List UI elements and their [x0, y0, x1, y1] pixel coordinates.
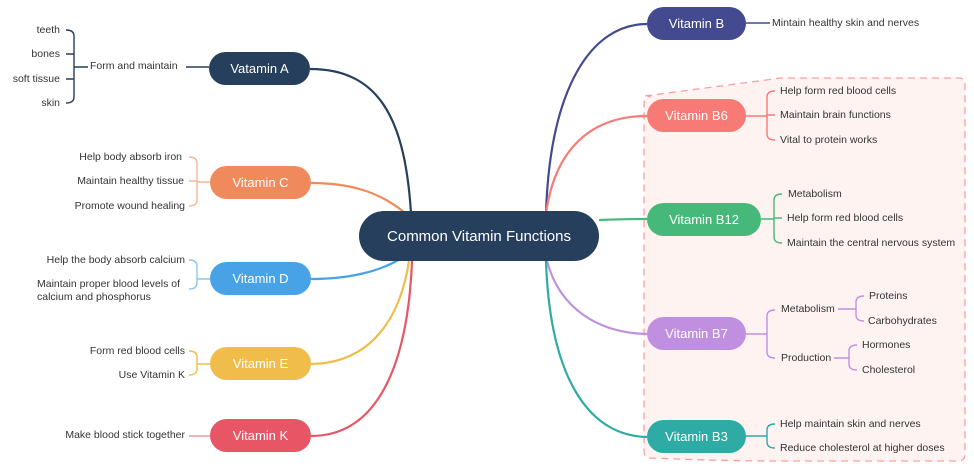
bracket-vitamin-b7	[746, 309, 776, 359]
bracket-b7-production	[834, 344, 858, 371]
leaf-make-blood-stick[interactable]: Make blood stick together	[65, 429, 185, 441]
boundary-region	[643, 77, 966, 462]
subtopic-b7-production[interactable]: Production	[781, 352, 832, 364]
leaf-b12-metabolism[interactable]: Metabolism	[788, 188, 842, 200]
leaf-b6-help-form-rbc[interactable]: Help form red blood cells	[780, 85, 897, 97]
bracket-vitamin-b12	[761, 193, 783, 244]
topic-label: Vitamin B7	[665, 326, 728, 341]
central-topic[interactable]: Common Vitamin Functions	[359, 211, 599, 261]
leaf-b12-help-form-rbc[interactable]: Help form red blood cells	[787, 212, 904, 224]
topic-vitamin-d[interactable]: Vitamin D	[210, 262, 311, 295]
leaf-b6-protein-works[interactable]: Vital to protein works	[780, 134, 878, 146]
leaf-teeth[interactable]: teeth	[36, 24, 60, 36]
connector-vitamin-b6	[544, 114, 648, 214]
subtopic-form-and-maintain[interactable]: Form and maintain	[90, 60, 178, 72]
connector-vitamin-b7	[545, 260, 648, 336]
topic-label: Vitamin B	[668, 16, 725, 31]
leaf-skin[interactable]: skin	[41, 97, 60, 109]
leaf-b7-hormones[interactable]: Hormones	[862, 339, 911, 351]
bracket-vitamin-b3	[746, 423, 776, 449]
leaf-help-absorb-calcium[interactable]: Help the body absorb calcium	[46, 254, 185, 266]
leaf-b7-proteins[interactable]: Proteins	[869, 290, 908, 302]
leaf-maintain-blood-levels[interactable]: Maintain proper blood levels of calcium …	[37, 278, 181, 303]
bracket-vitamin-b6	[746, 90, 776, 141]
leaf-b7-carbohydrates[interactable]: Carbohydrates	[868, 315, 937, 327]
bracket-vitamin-c	[188, 156, 210, 207]
topic-vitamin-a[interactable]: Vatamin A	[209, 52, 310, 85]
leaf-b12-nervous-system[interactable]: Maintain the central nervous system	[787, 237, 956, 249]
bracket-b7-metabolism	[838, 295, 865, 322]
connector-vitamin-c	[310, 181, 406, 214]
leaf-form-red-blood-cells[interactable]: Form red blood cells	[89, 345, 185, 357]
central-topic-label: Common Vitamin Functions	[387, 227, 571, 245]
topic-label: Vitamin K	[232, 428, 289, 443]
topic-vitamin-k[interactable]: Vitamin K	[210, 419, 311, 452]
connector-vitamin-a	[309, 67, 413, 214]
topic-vitamin-e[interactable]: Vitamin E	[210, 347, 311, 380]
connector-vitamin-e	[310, 260, 411, 366]
topic-vitamin-b6[interactable]: Vitamin B6	[647, 99, 746, 132]
topic-label: Vitamin B12	[669, 212, 739, 227]
leaf-soft-tissue[interactable]: soft tissue	[12, 73, 60, 85]
subtopic-b7-metabolism[interactable]: Metabolism	[781, 303, 835, 315]
topic-label: Vitamin D	[232, 271, 289, 286]
leaf-mintain-skin-nerves[interactable]: Mintain healthy skin and nerves	[772, 17, 920, 29]
topic-vitamin-b3[interactable]: Vitamin B3	[647, 420, 746, 453]
topic-label: Vitamin C	[232, 175, 289, 190]
connector-vitamin-b3	[544, 260, 648, 439]
connector-vitamin-d	[310, 258, 401, 281]
topic-vitamin-b7[interactable]: Vitamin B7	[647, 317, 746, 350]
leaf-b7-cholesterol[interactable]: Cholesterol	[862, 364, 916, 376]
topic-label: Vitamin B3	[665, 429, 728, 444]
topic-vitamin-b[interactable]: Vitamin B	[647, 7, 746, 40]
topic-vitamin-c[interactable]: Vitamin C	[210, 166, 311, 199]
connector-vitamin-b12	[598, 217, 648, 222]
leaf-help-body-absorb-iron[interactable]: Help body absorb iron	[79, 151, 182, 163]
leaf-maintain-healthy-tissue[interactable]: Maintain healthy tissue	[77, 175, 184, 187]
topic-label: Vatamin A	[230, 61, 289, 76]
leaf-b3-skin-nerves[interactable]: Help maintain skin and nerves	[780, 418, 921, 430]
bracket-vitamin-e	[188, 350, 210, 376]
connector-vitamin-k	[310, 260, 414, 438]
leaf-promote-wound-healing[interactable]: Promote wound healing	[74, 200, 185, 212]
bracket-vitamin-a	[65, 29, 88, 104]
connector-vitamin-b	[544, 22, 648, 214]
leaf-b3-reduce-cholesterol[interactable]: Reduce cholesterol at higher doses	[780, 442, 945, 454]
leaf-b6-brain-functions[interactable]: Maintain brain functions	[780, 109, 891, 121]
leaf-bones[interactable]: bones	[31, 48, 60, 60]
bracket-vitamin-d	[188, 259, 210, 290]
leaf-use-vitamin-k[interactable]: Use Vitamin K	[118, 369, 185, 381]
topic-vitamin-b12[interactable]: Vitamin B12	[647, 203, 761, 236]
topic-label: Vitamin E	[232, 356, 289, 371]
topic-label: Vitamin B6	[665, 108, 728, 123]
